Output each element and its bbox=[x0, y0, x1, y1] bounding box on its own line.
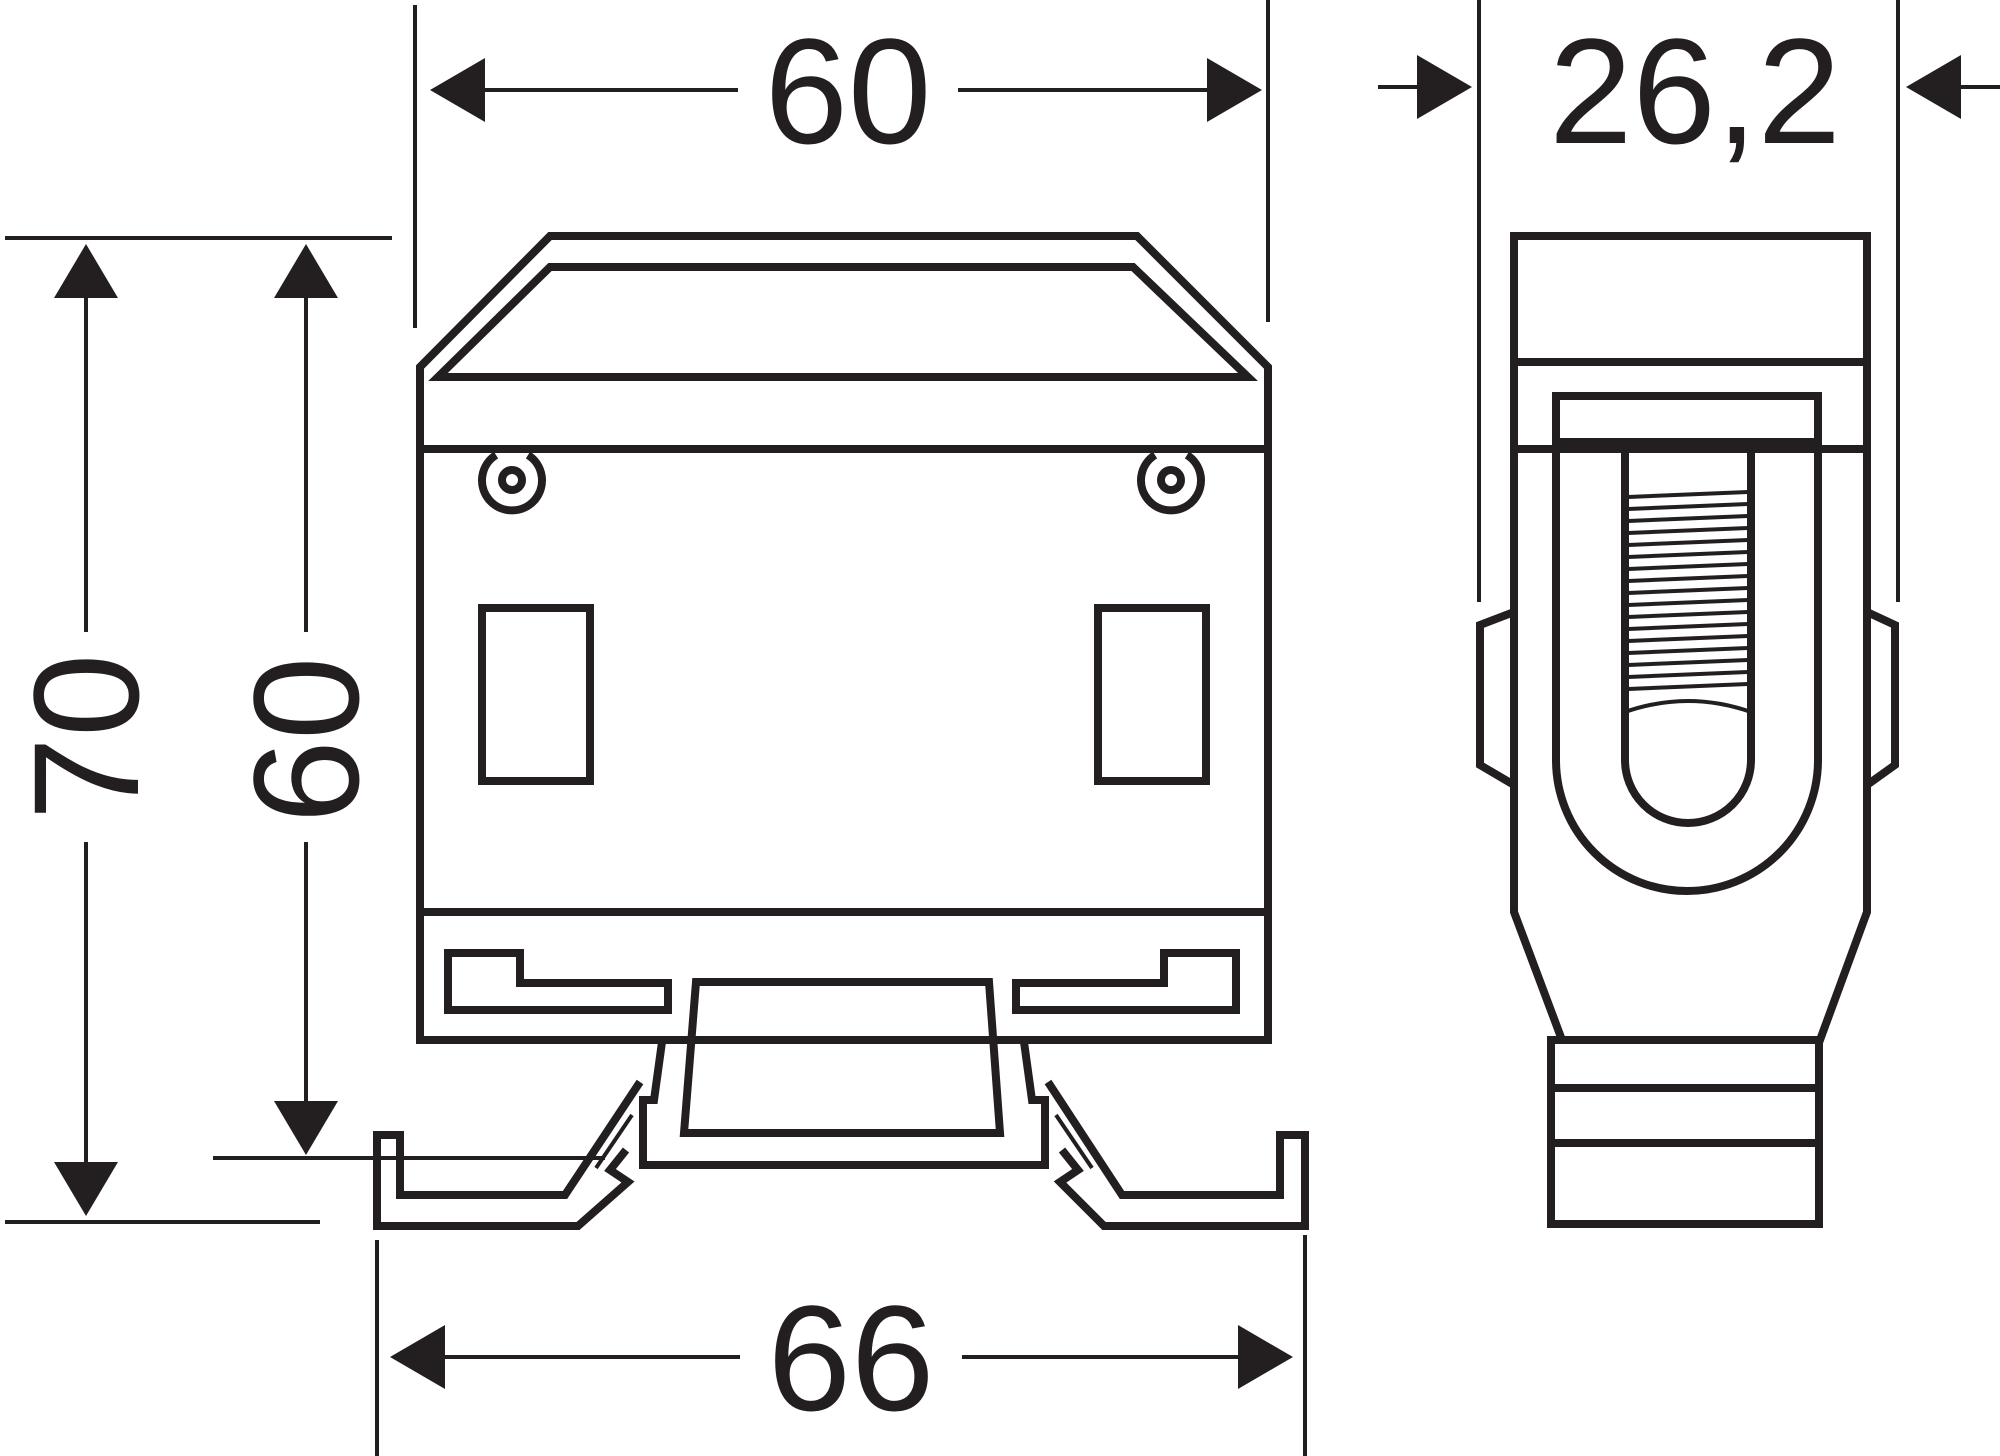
arrow-right-icon bbox=[1238, 1325, 1293, 1389]
din-rail-right bbox=[1044, 1079, 1309, 1230]
latch-right bbox=[1012, 949, 1240, 1014]
dimension-base-width: 66 bbox=[375, 1235, 1307, 1456]
window-right bbox=[1094, 604, 1210, 785]
din-rail-left bbox=[373, 1079, 644, 1230]
arrow-left-icon bbox=[390, 1325, 445, 1389]
side-clip-right bbox=[1863, 605, 1899, 793]
window-left bbox=[478, 604, 594, 785]
center-foot bbox=[679, 978, 1005, 1137]
arrow-down-icon bbox=[274, 1101, 338, 1155]
side-view bbox=[1476, 232, 1899, 1228]
dimension-label-total-height: 70 bbox=[2, 654, 170, 821]
housing-outline bbox=[416, 232, 1272, 1044]
side-foot bbox=[1547, 1036, 1823, 1228]
dimension-label-base-width: 66 bbox=[768, 1274, 935, 1442]
rail-inner-left bbox=[594, 1113, 634, 1170]
clamp-outer bbox=[1552, 442, 1822, 895]
lid-bevel bbox=[428, 263, 1258, 381]
arrow-right-icon bbox=[1417, 55, 1472, 119]
latch-left bbox=[444, 949, 672, 1014]
arrow-up-icon bbox=[274, 244, 338, 298]
dimension-total-height: 70 bbox=[2, 236, 392, 1224]
screw-hole-right bbox=[1137, 451, 1205, 515]
arrow-left-icon bbox=[1906, 55, 1961, 119]
foot-frame bbox=[639, 1041, 1049, 1169]
dimension-label-side-width: 26,2 bbox=[1549, 7, 1841, 175]
front-view bbox=[373, 232, 1309, 1230]
arrow-up-icon bbox=[54, 244, 118, 298]
screw-thread bbox=[1624, 490, 1752, 714]
clamp-slot bbox=[1621, 444, 1755, 827]
rail-inner-right bbox=[1054, 1113, 1094, 1170]
side-top-block bbox=[1510, 232, 1871, 366]
arrow-left-icon bbox=[430, 58, 485, 122]
dimension-side-width: 26,2 bbox=[1378, 0, 2000, 602]
dimension-inner-height: 60 bbox=[213, 244, 605, 1160]
clamp-collar bbox=[1552, 392, 1822, 446]
arrow-down-icon bbox=[54, 1162, 118, 1216]
dimension-label-inner-height: 60 bbox=[222, 657, 390, 824]
dimension-label-top-width: 60 bbox=[765, 7, 932, 175]
screw-hole-left bbox=[478, 451, 546, 515]
dimension-top-width: 60 bbox=[413, 0, 1270, 328]
arrow-right-icon bbox=[1207, 58, 1262, 122]
side-clip-left bbox=[1476, 606, 1518, 792]
